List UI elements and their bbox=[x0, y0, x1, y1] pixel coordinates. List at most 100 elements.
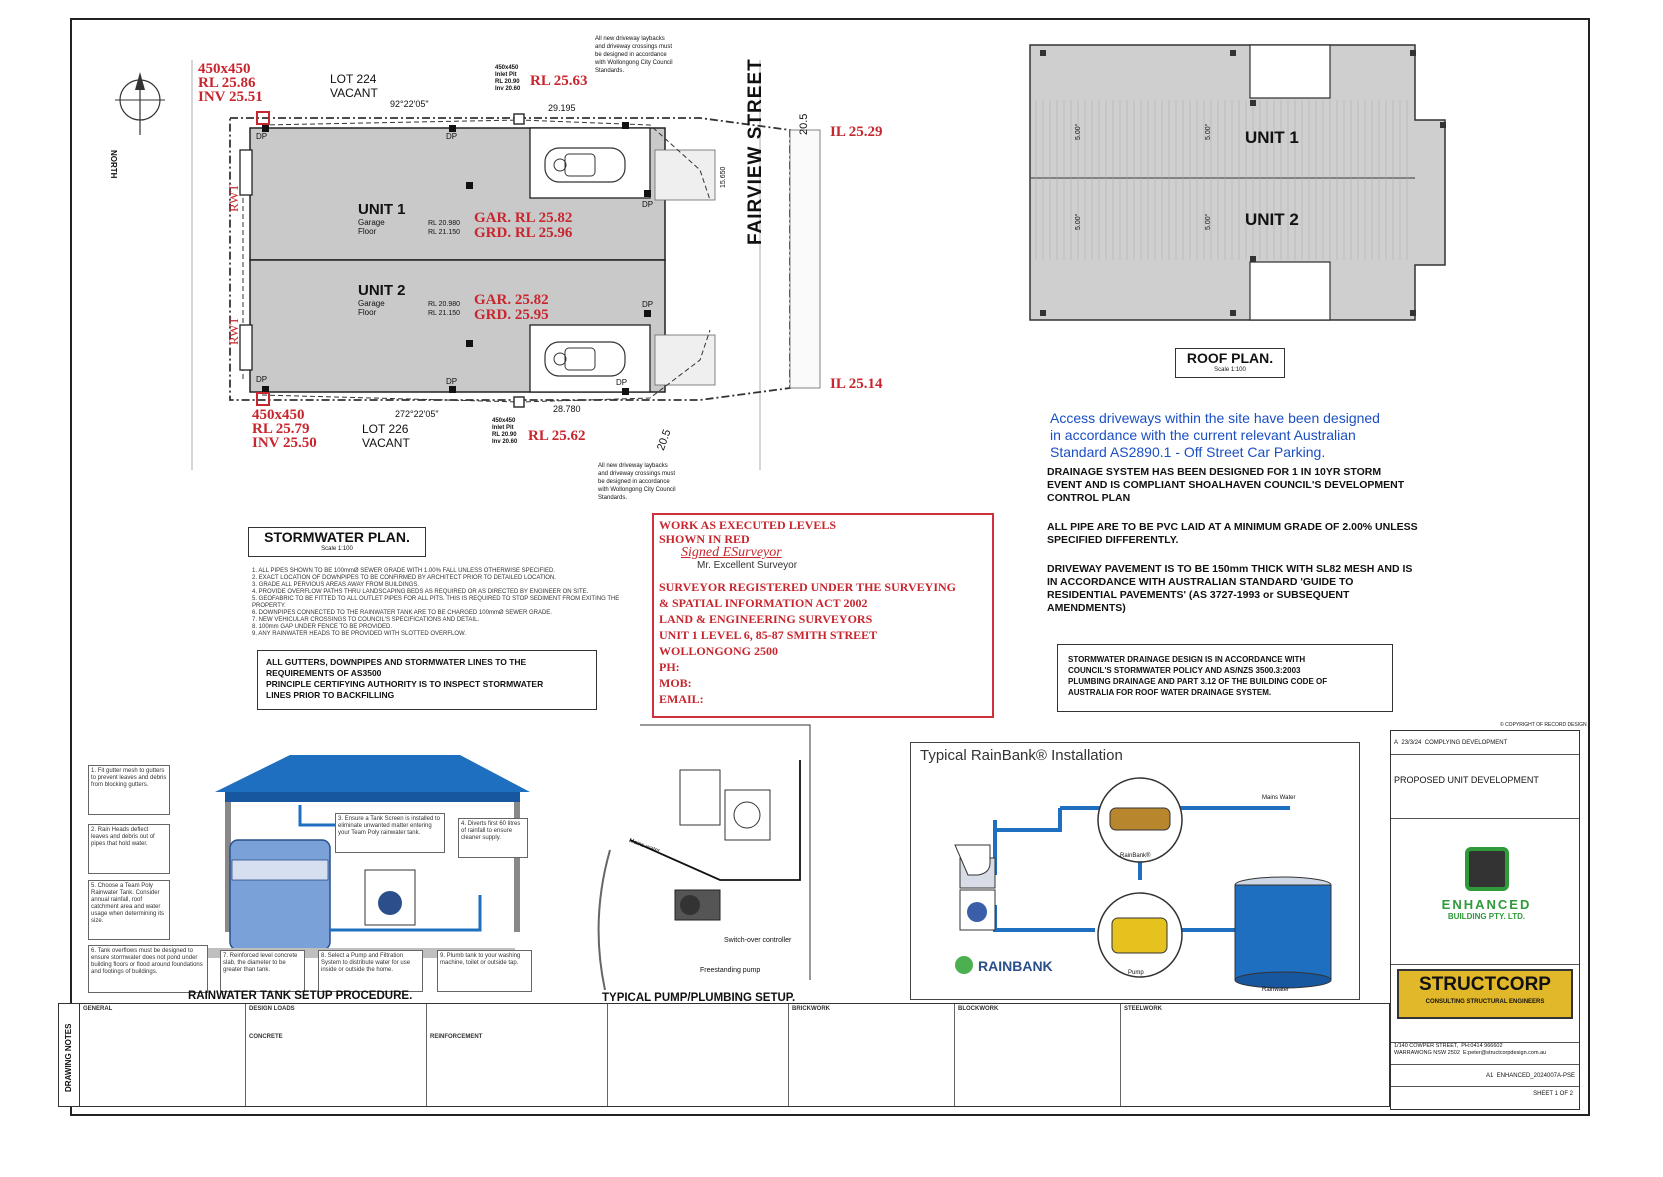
rev-value: A bbox=[1394, 740, 1399, 746]
roof-unit-1: UNIT 1 bbox=[1245, 128, 1299, 147]
rainbank-logo: RAINBANK bbox=[978, 958, 1053, 974]
pit-top-left bbox=[256, 111, 270, 125]
north-arrow-icon bbox=[115, 72, 165, 135]
driveway-1 bbox=[654, 149, 716, 201]
stormwater-title-text: STORMWATER PLAN. bbox=[264, 529, 410, 545]
dim-20-5-top: 20.5 bbox=[798, 113, 810, 135]
dim-right: 15.650 bbox=[720, 166, 727, 188]
rev-date: 23/3/24 bbox=[1401, 740, 1422, 746]
copyright: © COPYRIGHT OF RECORD DESIGN bbox=[1500, 722, 1587, 728]
roof-fall: 5.00° bbox=[1205, 123, 1212, 140]
bearing-bottom: 272°22'05" bbox=[395, 409, 439, 419]
notes-heading: BLOCKWORK bbox=[958, 1006, 999, 1012]
wae-signature: Signed ESurveyor bbox=[681, 545, 782, 560]
rainwater-step-8: 8. Select a Pump and Filtration System t… bbox=[318, 950, 423, 992]
rainbank-device-label: RainBank® bbox=[1120, 853, 1151, 859]
stormwater-title: STORMWATER PLAN. Scale 1:100 bbox=[248, 527, 426, 557]
notes-heading: CONCRETE bbox=[249, 1034, 283, 1040]
enhanced-name: ENHANCED bbox=[1441, 897, 1532, 912]
inlet-bottom-rl: RL 25.62 bbox=[528, 428, 586, 444]
roof-plan-title-text: ROOF PLAN. bbox=[1186, 350, 1274, 366]
bearing-top: 92°22'05" bbox=[390, 99, 429, 109]
rainwater-step-5: 5. Choose a Team Poly Rainwater Tank. Co… bbox=[88, 880, 170, 940]
enhanced-logo-icon bbox=[1464, 847, 1509, 891]
rainbank-pump-label: Pump bbox=[1128, 970, 1144, 976]
driveway-pavement-note: DRIVEWAY PAVEMENT IS TO BE 150mm THICK W… bbox=[1047, 563, 1413, 614]
downpipe-markers bbox=[262, 122, 651, 395]
car-icon bbox=[544, 147, 626, 183]
dp-label: DP bbox=[642, 200, 654, 209]
inlet-top-rl: RL 25.63 bbox=[530, 73, 588, 89]
structcorp-logo: STRUCTCORP CONSULTING STRUCTURAL ENGINEE… bbox=[1397, 969, 1573, 1019]
rainbank-illustration bbox=[954, 777, 1332, 989]
inlet-pit-top bbox=[513, 113, 525, 125]
rwt-tank-top bbox=[239, 149, 253, 196]
notes-column-brickwork: BRICKWORK bbox=[790, 1004, 955, 1106]
drainage-note: DRAINAGE SYSTEM HAS BEEN DESIGNED FOR 1 … bbox=[1047, 466, 1405, 504]
builder-row: ENHANCED BUILDING PTY. LTD. bbox=[1391, 819, 1579, 965]
wae-signer: Mr. Excellent Surveyor bbox=[697, 560, 798, 571]
design-note: STORMWATER DRAINAGE DESIGN IS IN ACCORDA… bbox=[1068, 655, 1328, 697]
rainwater-step-3: 3. Ensure a Tank Screen is installed to … bbox=[335, 813, 445, 853]
stormwater-scale: Scale 1:100 bbox=[321, 546, 353, 552]
roof-plan-title: ROOF PLAN. Scale 1:100 bbox=[1175, 348, 1285, 378]
dim-top: 29.195 bbox=[548, 103, 576, 113]
rainwater-step-4: 4. Diverts first 60 litres of rainfall t… bbox=[458, 818, 528, 858]
rainwater-step-7: 7. Reinforced level concrete slab, the d… bbox=[220, 950, 305, 992]
project-row: PROPOSED UNIT DEVELOPMENT bbox=[1391, 755, 1579, 819]
notes-column-blockwork: BLOCKWORK bbox=[956, 1004, 1121, 1106]
roof-plan bbox=[1029, 44, 1446, 321]
stormwater-note: 9. ANY RAINWATER HEADS TO BE PROVIDED WI… bbox=[252, 631, 467, 637]
rainwater-step-1: 1. Fit gutter mesh to gutters to prevent… bbox=[88, 765, 170, 815]
dp-label: DP bbox=[256, 132, 268, 141]
stormwater-note: 5. GEOFABRIC TO BE FITTED TO ALL OUTLET … bbox=[252, 596, 620, 609]
title-block: A 23/3/24 COMPLYING DEVELOPMENT PROPOSED… bbox=[1390, 730, 1580, 1110]
stormwater-note: 6. DOWNPIPES CONNECTED TO THE RAINWATER … bbox=[252, 610, 552, 616]
structcorp-sub: CONSULTING STRUCTURAL ENGINEERS bbox=[1425, 999, 1545, 1005]
site-plan bbox=[115, 60, 821, 470]
rainbank-rainwater-label: Rainwater bbox=[1262, 987, 1290, 993]
north-label: NORTH bbox=[109, 150, 118, 179]
roof-fall: 5.00° bbox=[1075, 123, 1082, 140]
rwt-tank-bottom bbox=[239, 324, 253, 371]
structcorp-name: STRUCTCORP bbox=[1419, 974, 1551, 995]
footpath bbox=[789, 129, 821, 389]
drawing-notes-side: DRAWING NOTES bbox=[59, 1004, 80, 1106]
notes-column-general: GENERAL bbox=[81, 1004, 246, 1106]
pump-switch-label: Switch-over controller bbox=[724, 937, 792, 944]
driveway-2 bbox=[654, 334, 716, 386]
rainwater-step-2: 2. Rain Heads deflect leaves and debris … bbox=[88, 824, 170, 874]
gutter-note: ALL GUTTERS, DOWNPIPES AND STORMWATER LI… bbox=[266, 657, 544, 700]
stormwater-line bbox=[261, 329, 711, 403]
rev-desc: COMPLYING DEVELOPMENT bbox=[1424, 740, 1508, 746]
rainwater-title: RAINWATER TANK SETUP PROCEDURE. bbox=[188, 990, 413, 1002]
stormwater-note: 8. 100mm GAP UNDER FENCE TO BE PROVIDED. bbox=[252, 624, 393, 630]
notes-heading: REINFORCEMENT bbox=[430, 1034, 483, 1040]
sheet-size: A1 bbox=[1485, 1073, 1494, 1079]
gutter-note-box: ALL GUTTERS, DOWNPIPES AND STORMWATER LI… bbox=[257, 650, 597, 710]
dp-label: DP bbox=[446, 377, 458, 386]
project-name: PROPOSED UNIT DEVELOPMENT bbox=[1394, 775, 1539, 785]
engineer-row: STRUCTCORP CONSULTING STRUCTURAL ENGINEE… bbox=[1391, 965, 1579, 1043]
il-top: IL 25.29 bbox=[830, 124, 883, 140]
wae-registration: SURVEYOR REGISTERED UNDER THE SURVEYING&… bbox=[659, 580, 956, 706]
rainbank-mains-label: Mains Water bbox=[1262, 795, 1296, 801]
pipe-note: ALL PIPE ARE TO BE PVC LAID AT A MINIMUM… bbox=[1047, 521, 1418, 546]
stormwater-note: 1. ALL PIPES SHOWN TO BE 100mmØ SEWER GR… bbox=[252, 568, 555, 574]
tank-body bbox=[229, 839, 331, 951]
drawing-number-row: A1 ENHANCED_2024007A-PSE bbox=[1391, 1065, 1579, 1087]
access-note: Access driveways within the site have be… bbox=[1050, 410, 1380, 460]
rainwater-step-9: 9. Plumb tank to your washing machine, t… bbox=[437, 950, 532, 992]
drawing-notes-label: DRAWING NOTES bbox=[64, 1023, 73, 1092]
